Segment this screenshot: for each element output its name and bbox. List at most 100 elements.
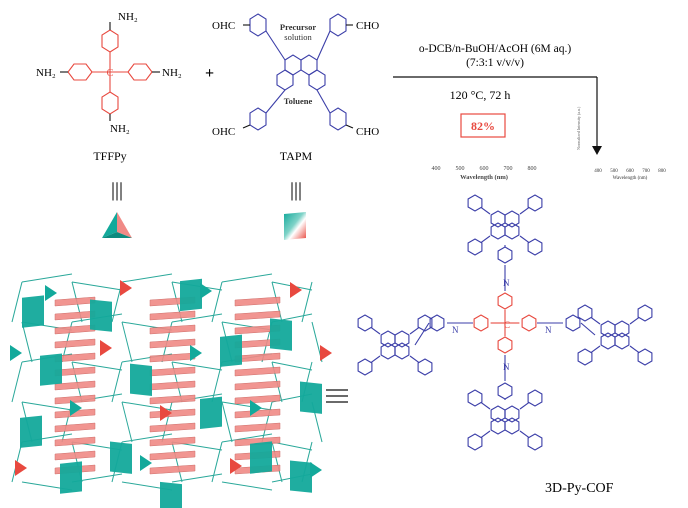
imine-n-right: N xyxy=(545,325,552,335)
pyrene-ring xyxy=(380,330,396,348)
bond xyxy=(590,316,601,325)
framework-node-triangle xyxy=(45,285,57,301)
outer-phenyl-ring xyxy=(467,238,483,256)
inset-label-toluene: Toluene xyxy=(284,96,313,106)
outer-phenyl-ring xyxy=(357,314,373,332)
framework-teal-block xyxy=(130,363,152,396)
pyrene-ring xyxy=(490,222,506,240)
framework-linker-layer xyxy=(54,408,96,419)
tapm-name: TAPM xyxy=(280,149,313,163)
framework-linker-layer xyxy=(54,310,96,321)
pyrene-ring xyxy=(614,332,630,350)
framework-linker-layer xyxy=(149,352,196,363)
linker-phenyl-ring xyxy=(565,314,581,332)
outer-phenyl-ring xyxy=(467,389,483,407)
lattice-bond xyxy=(261,401,273,443)
amine-left-label: NH₂ xyxy=(36,67,56,79)
linker-phenyl-ring xyxy=(497,382,513,400)
imine-n-top: N xyxy=(503,278,510,288)
lattice-bond xyxy=(71,361,123,371)
axis-tick-600: 600 xyxy=(480,166,489,172)
pyrene-ring xyxy=(490,417,506,435)
linker-phenyl-ring xyxy=(429,314,445,332)
small-tick-800: 800 xyxy=(658,169,666,174)
bond xyxy=(370,326,381,335)
axis-tick-800: 800 xyxy=(528,166,537,172)
axis-tick-700: 700 xyxy=(504,166,513,172)
central-phenyl-ring xyxy=(473,314,489,332)
framework-linker-layer xyxy=(234,310,281,321)
framework-teal-block xyxy=(270,318,292,351)
framework-3d-illustration xyxy=(10,273,332,508)
axis-xlabel: Wavelength (nm) xyxy=(460,174,508,181)
outer-phenyl-ring xyxy=(527,433,543,451)
framework-teal-block xyxy=(20,415,42,448)
pyrene-ring xyxy=(394,342,410,360)
axis-tick-500: 500 xyxy=(456,166,465,172)
outer-phenyl-ring xyxy=(577,348,593,366)
framework-linker-layer xyxy=(54,324,96,335)
framework-teal-block xyxy=(90,299,112,332)
small-tick-500: 500 xyxy=(610,169,618,174)
outer-phenyl-ring xyxy=(357,358,373,376)
bond xyxy=(409,326,420,335)
framework-linker-layer xyxy=(149,324,196,335)
pyrene-ring xyxy=(504,405,520,423)
product-cof-structure xyxy=(357,194,653,451)
bond xyxy=(480,206,491,215)
amine-bottom-label: NH₂ xyxy=(110,123,130,135)
framework-linker-layer xyxy=(54,338,96,349)
framework-linker-layer xyxy=(54,422,96,433)
central-phenyl-ring xyxy=(497,336,513,354)
pyrene-ring xyxy=(504,417,520,435)
framework-linker-layer xyxy=(234,408,281,419)
aldehyde-bottom-left-label: OHC xyxy=(212,126,235,138)
framework-linker-layer xyxy=(234,422,281,433)
framework-linker-layer xyxy=(149,394,196,405)
framework-linker-layer xyxy=(149,422,196,433)
yield-label: 82% xyxy=(471,119,495,133)
pyrene-ring xyxy=(614,320,630,338)
framework-linker-layer xyxy=(234,296,281,307)
tetrahedral-node-shape xyxy=(102,212,132,238)
framework-teal-block xyxy=(22,295,44,328)
central-phenyl-ring xyxy=(521,314,537,332)
product-name: 3D-Py-COF xyxy=(545,481,614,496)
bond xyxy=(480,235,491,244)
lattice-bond xyxy=(11,361,23,403)
lattice-bond xyxy=(161,401,173,443)
outer-phenyl-ring xyxy=(527,389,543,407)
framework-linker-layer xyxy=(149,380,196,391)
outer-phenyl-ring xyxy=(417,314,433,332)
framework-teal-block xyxy=(250,441,272,474)
lattice-bond xyxy=(71,281,123,291)
framework-node-triangle xyxy=(190,345,202,361)
bond xyxy=(414,322,430,346)
rectangular-linker-shape xyxy=(284,212,306,240)
framework-linker-layer xyxy=(234,366,281,377)
framework-linker-layer xyxy=(54,380,96,391)
tffpy-name: TFFPy xyxy=(93,149,126,163)
framework-teal-block xyxy=(220,334,242,367)
bond xyxy=(629,345,640,354)
framework-node-triangle xyxy=(100,340,112,356)
bond xyxy=(519,206,530,215)
bond xyxy=(480,401,491,410)
lattice-bond xyxy=(271,441,283,483)
lattice-bond xyxy=(121,401,133,443)
lattice-bond xyxy=(221,481,273,491)
center-carbon-label: C xyxy=(107,68,114,79)
lattice-bond xyxy=(211,361,223,403)
framework-teal-block xyxy=(160,481,182,508)
equivalence-left: ||| xyxy=(111,179,123,201)
framework-node-triangle xyxy=(140,455,152,471)
spectrum-axis: 400 500 600 700 800 Wavelength (nm) Norm… xyxy=(432,106,667,181)
small-tick-600: 600 xyxy=(626,169,634,174)
framework-linker-layer xyxy=(149,366,196,377)
lattice-bond xyxy=(221,401,273,411)
inset-label-precursor: Precursor xyxy=(280,22,316,32)
framework-linker-layer xyxy=(149,310,196,321)
framework-node-triangle xyxy=(120,280,132,296)
framework-linker-layer xyxy=(149,436,196,447)
axis-ylabel: Normalized Intensity (a.u.) xyxy=(576,106,581,150)
